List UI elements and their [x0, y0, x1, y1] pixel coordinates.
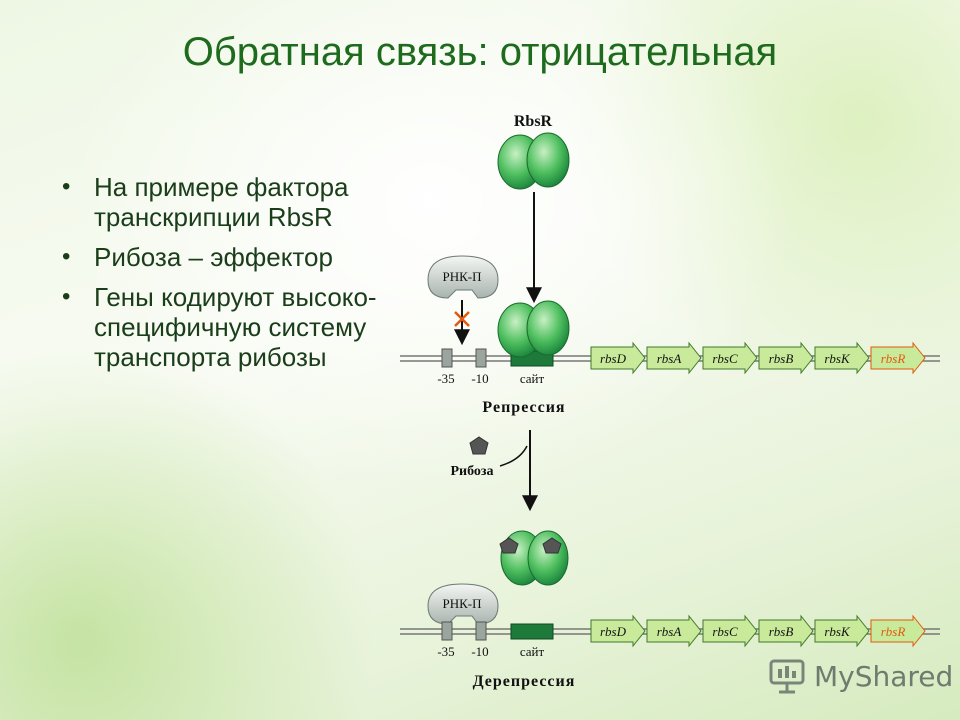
gene-label-rbsB: rbsB [769, 624, 794, 639]
bullet-item: На примере фактора транскрипции RbsR [58, 172, 388, 232]
gene-arrow-rbsK: rbsK [814, 341, 870, 375]
ribose-arrow [499, 445, 528, 467]
gene-row-derepression: rbsD rbsA rbsC rbsB rbsK rbsR [590, 614, 926, 648]
rbsr-dimer-bound [497, 300, 570, 358]
polymerase-top: РНК-П [427, 255, 499, 299]
derepression-label: Дерепрессия [473, 673, 576, 690]
gene-arrow-rbsB: rbsB [758, 341, 814, 375]
promoter-35-box [441, 348, 453, 368]
promoter-label-35: -35 [437, 644, 454, 659]
ribose-label: Рибоза [450, 464, 493, 479]
promoter-label-10: -10 [471, 644, 488, 659]
promoter-10-box [475, 348, 487, 368]
blocked-x-icon [454, 311, 470, 327]
gene-arrow-rbsK: rbsK [814, 614, 870, 648]
gene-label-rbsK: rbsK [824, 624, 851, 639]
slide-title: Обратная связь: отрицательная [182, 30, 778, 74]
bullet-item: Гены кодируют высоко-специфичную систему… [58, 282, 388, 372]
repression-label: Репрессия [482, 399, 565, 416]
operator-site-box [510, 623, 554, 640]
ribose-icon [469, 436, 489, 455]
gene-arrow-rbsA: rbsA [646, 341, 702, 375]
gene-label-rbsD: rbsD [600, 351, 627, 366]
promoter-label-10: -10 [471, 371, 488, 386]
gene-arrow-rbsD: rbsD [590, 614, 646, 648]
logo: MyShared [768, 656, 953, 696]
gene-arrow-rbsA: rbsA [646, 614, 702, 648]
polymerase-label: РНК-П [442, 596, 481, 611]
gene-label-rbsD: rbsD [600, 624, 627, 639]
site-label: сайт [520, 371, 545, 386]
gene-row-repression: rbsD rbsA rbsC rbsB rbsK rbsR [590, 341, 926, 375]
polymerase-label: РНК-П [442, 269, 481, 284]
bullet-list: На примере фактора транскрипции RbsR Риб… [58, 172, 388, 382]
promoter-label-35: -35 [437, 371, 454, 386]
gene-label-rbsR: rbsR [881, 351, 906, 366]
gene-arrow-rbsC: rbsC [702, 341, 758, 375]
gene-arrow-rbsD: rbsD [590, 341, 646, 375]
logo-text: MyShared [814, 659, 954, 693]
gene-label-rbsR: rbsR [881, 624, 906, 639]
gene-label-rbsK: rbsK [824, 351, 851, 366]
gene-label-rbsA: rbsA [657, 351, 682, 366]
gene-label-rbsC: rbsC [712, 351, 738, 366]
gene-arrow-rbsB: rbsB [758, 614, 814, 648]
rbsr-ribose-complex [499, 530, 569, 586]
gene-label-rbsB: rbsB [769, 351, 794, 366]
bullet-item: Рибоза – эффектор [58, 242, 388, 272]
presentation-board-icon [769, 659, 805, 694]
gene-label-rbsC: rbsC [712, 624, 738, 639]
polymerase-bottom: РНК-П [427, 583, 499, 625]
promoter-35-box [441, 621, 453, 641]
gene-arrow-rbsC: rbsC [702, 614, 758, 648]
rbsr-dimer-top [497, 132, 570, 190]
site-label: сайт [520, 644, 545, 659]
gene-label-rbsA: rbsA [657, 624, 682, 639]
gene-arrow-rbsR: rbsR [870, 614, 926, 648]
rbsr-label: RbsR [514, 113, 553, 130]
gene-arrow-rbsR: rbsR [870, 341, 926, 375]
promoter-10-box [475, 621, 487, 641]
